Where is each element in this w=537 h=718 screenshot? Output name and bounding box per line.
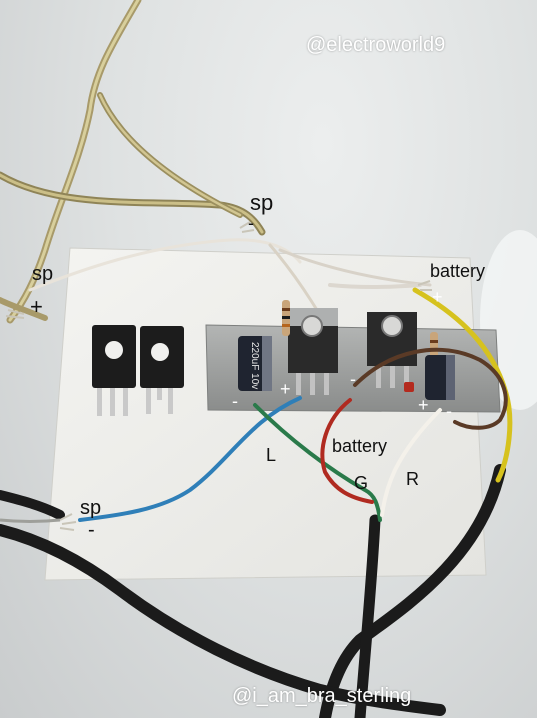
label-battery-mid: battery xyxy=(332,436,388,456)
label-sp-top: sp xyxy=(250,190,274,215)
label-sp-left: sp xyxy=(32,263,54,285)
label-right-minus: - xyxy=(446,401,452,421)
led xyxy=(404,382,414,392)
label-right-plus: + xyxy=(418,395,429,415)
label-R: R xyxy=(406,469,419,489)
blue-wire xyxy=(78,396,302,522)
black-cable-right xyxy=(319,464,506,718)
label-sp-top-sign: - xyxy=(248,213,254,233)
capacitor-220uf: 220uF 10v xyxy=(238,336,272,391)
white-wire xyxy=(380,408,442,517)
capacitor-right xyxy=(425,355,455,400)
capacitor-text: 220uF 10v xyxy=(249,342,260,389)
power-transistor-2 xyxy=(367,312,417,388)
green-wire xyxy=(253,403,382,522)
thin-wire xyxy=(28,238,302,292)
transistor-left-1 xyxy=(92,325,136,416)
label-mid-minus: - xyxy=(350,369,356,389)
thin-wire-2 xyxy=(278,248,432,287)
label-sp-bottom-sign: - xyxy=(88,519,95,541)
label-sp-left-sign: + xyxy=(30,294,43,319)
label-sp-bottom: sp xyxy=(80,497,102,519)
label-battery-top: battery xyxy=(430,261,486,281)
brown-wire xyxy=(353,347,508,430)
speaker-cable xyxy=(0,0,266,324)
label-G: G xyxy=(354,473,369,493)
power-transistor-1 xyxy=(288,308,338,395)
transistor-left-2 xyxy=(140,326,184,414)
grey-wire xyxy=(328,283,422,289)
label-L: L xyxy=(266,445,277,465)
frayed-wire-ends xyxy=(5,221,432,531)
black-cable-left xyxy=(0,490,446,716)
red-wire xyxy=(320,398,374,504)
label-battery-top-sign: + xyxy=(432,287,443,307)
label-cap-plus: + xyxy=(280,379,291,399)
watermark-bottom: @i_am_bra_sterling xyxy=(232,685,412,707)
resistor-1 xyxy=(282,300,290,336)
watermark-top: @electroworld9 xyxy=(306,34,446,56)
label-cap-minus: - xyxy=(232,391,238,411)
